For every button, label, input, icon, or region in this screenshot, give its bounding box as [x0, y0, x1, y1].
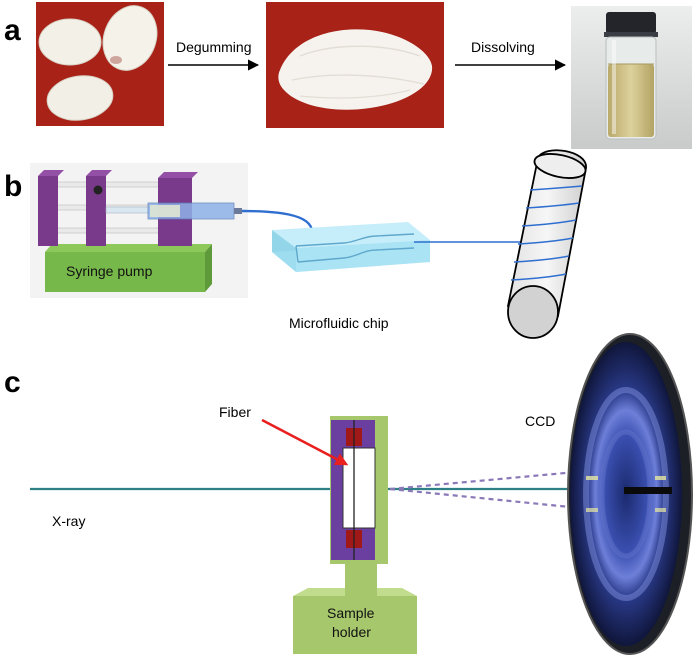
panel-c: c X-ray Sample holder Fiber — [4, 333, 693, 655]
ccd-detector — [567, 333, 693, 655]
panel-b-letter: b — [4, 170, 22, 203]
sample-holder: Sample holder — [293, 416, 417, 654]
holder-label-line1: Sample — [327, 605, 375, 621]
xray-label: X-ray — [52, 513, 85, 529]
degummed-silk-photo — [266, 2, 444, 128]
microfluidic-chip — [272, 222, 430, 272]
degumming-label: Degumming — [176, 39, 251, 55]
holder-label-line2: holder — [332, 624, 371, 640]
fiber-label: Fiber — [219, 404, 251, 420]
collector-cylinder — [506, 149, 587, 339]
syringe-pump: Syringe pump — [30, 163, 248, 298]
cocoons-photo — [36, 2, 164, 126]
panel-a-letter: a — [4, 14, 21, 47]
panel-b: b Syringe pump — [4, 149, 587, 339]
ccd-label: CCD — [525, 413, 555, 429]
panel-c-letter: c — [4, 366, 21, 399]
fiber-pointer-arrow — [261, 418, 349, 466]
chip-label: Microfluidic chip — [289, 315, 389, 331]
vial-photo — [571, 6, 692, 149]
panel-a: a Degumming Dissolving — [4, 2, 692, 149]
pump-label: Syringe pump — [66, 263, 153, 279]
dissolving-label: Dissolving — [471, 39, 535, 55]
